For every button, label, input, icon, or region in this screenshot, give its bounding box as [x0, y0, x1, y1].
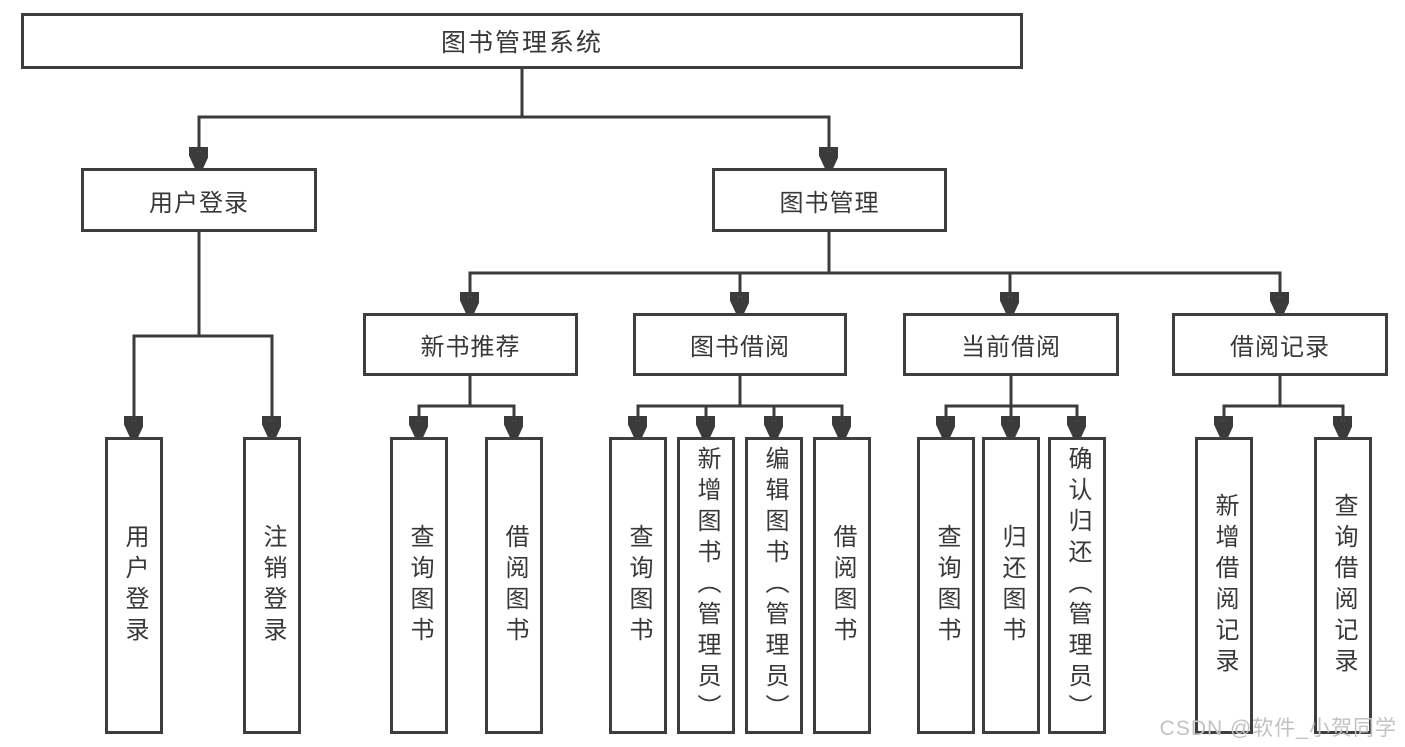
node-label: 当前借阅	[961, 334, 1061, 361]
node-label: 新书推荐	[420, 334, 521, 361]
leaf-user-login: 用户登录	[105, 437, 163, 734]
node-label: 借阅图书	[501, 523, 528, 648]
leaf-edit-books-admin: 编辑图书（管理员）	[745, 437, 803, 734]
node-book-management: 图书管理	[712, 168, 947, 232]
node-book-borrowing: 图书借阅	[633, 313, 847, 376]
node-label: 图书借阅	[690, 334, 790, 361]
leaf-logout-login: 注销登录	[243, 437, 301, 734]
node-label: 新增图书（管理员）	[693, 446, 720, 725]
node-label: 新增借阅记录	[1211, 492, 1238, 679]
node-library-management-system: 图书管理系统	[21, 13, 1023, 69]
leaf-borrow-books: 借阅图书	[813, 437, 871, 734]
node-label: 图书管理	[779, 189, 880, 217]
node-borrowing-records: 借阅记录	[1172, 313, 1388, 376]
node-label: 图书管理系统	[440, 29, 603, 57]
leaf-add-borrow-record: 新增借阅记录	[1195, 437, 1253, 734]
node-label: 用户登录	[149, 189, 249, 217]
node-label: 注销登录	[259, 523, 286, 648]
node-label: 借阅记录	[1230, 334, 1330, 361]
node-current-borrowing: 当前借阅	[903, 313, 1119, 376]
leaf-borrow-books-recommend: 借阅图书	[485, 437, 543, 734]
node-label: 查询图书	[933, 523, 960, 648]
node-label: 查询图书	[625, 523, 652, 648]
node-user-login: 用户登录	[81, 168, 317, 232]
leaf-confirm-return-admin: 确认归还（管理员）	[1048, 437, 1106, 734]
leaf-query-books-current: 查询图书	[917, 437, 975, 734]
leaf-return-books: 归还图书	[982, 437, 1040, 734]
node-label: 用户登录	[121, 523, 148, 648]
node-label: 编辑图书（管理员）	[761, 446, 788, 725]
leaf-query-books-recommend: 查询图书	[390, 437, 448, 734]
csdn-watermark: CSDN @软件_小贺同学	[1159, 717, 1397, 740]
leaf-query-borrow-record: 查询借阅记录	[1314, 437, 1372, 734]
node-label: 查询图书	[406, 523, 433, 648]
node-new-book-recommendation: 新书推荐	[363, 313, 578, 376]
node-label: 归还图书	[998, 523, 1025, 648]
leaf-query-books-borrow: 查询图书	[609, 437, 667, 734]
leaf-add-books-admin: 新增图书（管理员）	[677, 437, 735, 734]
node-label: 确认归还（管理员）	[1064, 446, 1091, 725]
node-label: 借阅图书	[829, 523, 856, 648]
node-label: 查询借阅记录	[1330, 492, 1357, 679]
